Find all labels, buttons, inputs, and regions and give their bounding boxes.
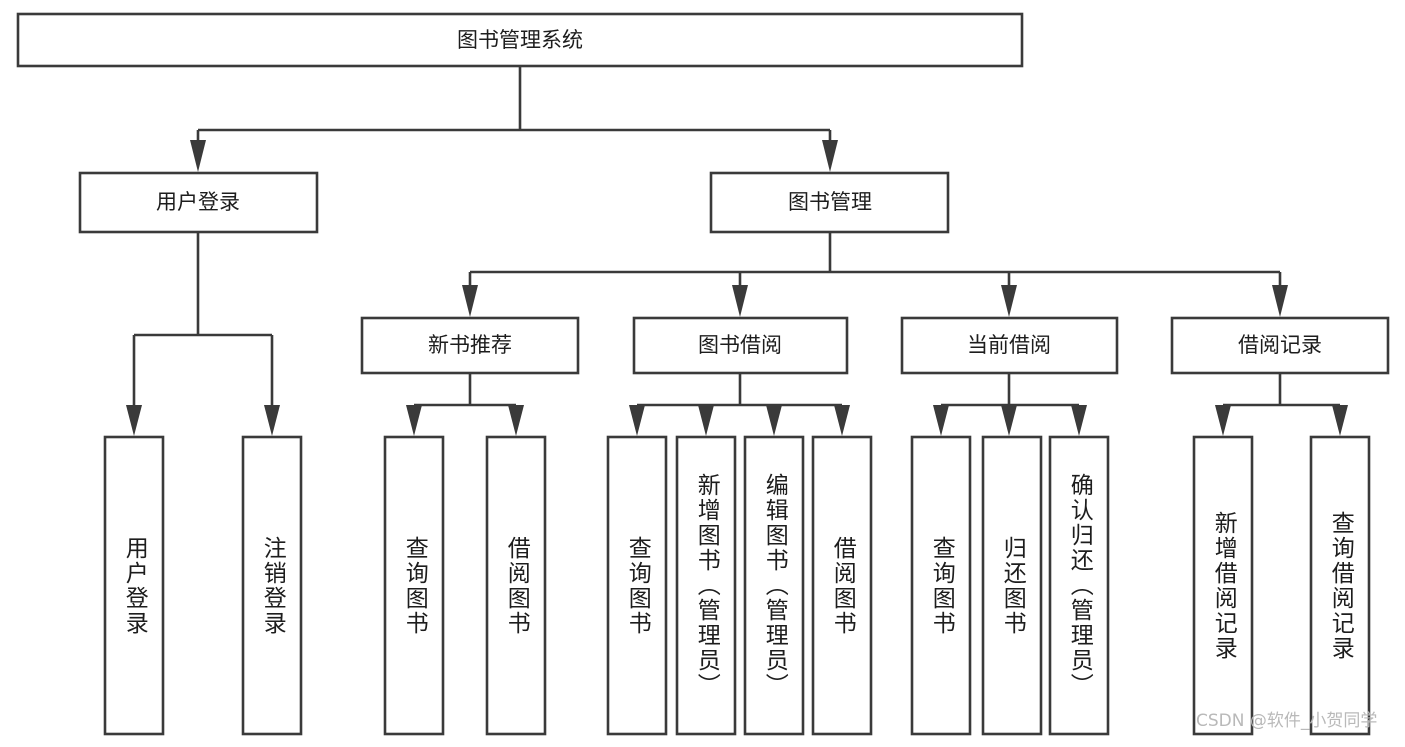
leaf-box-return-book[interactable]: [981, 435, 1043, 736]
arrow-head-leaf-logout: [264, 405, 280, 436]
arrow-head-leaf-query-record: [1332, 405, 1348, 436]
arrow-head-user-login: [190, 140, 206, 172]
node-new-book-recommend[interactable]: 新书推荐: [360, 316, 580, 375]
arrow-head-leaf-borrow-book-1: [508, 405, 524, 436]
root-box[interactable]: [16, 12, 1024, 68]
leaf-box-edit-book[interactable]: [743, 435, 805, 736]
arrow-head-leaf-confirm-return: [1071, 405, 1087, 436]
node-book-management[interactable]: 图书管理: [709, 171, 950, 234]
leaf-box-borrow-book-1[interactable]: [485, 435, 547, 736]
arrow-head-current-borrow: [1001, 285, 1017, 317]
node-book-borrow[interactable]: 图书借阅: [632, 316, 849, 375]
borrow-record-box[interactable]: [1170, 316, 1390, 375]
connector-layer: [126, 66, 1348, 436]
leaf-box-user-login[interactable]: [103, 435, 165, 736]
leaf-box-borrow-book-2[interactable]: [811, 435, 873, 736]
current-borrow-label: 当前借阅: [967, 333, 1051, 357]
arrow-head-new-book-rec: [462, 285, 478, 317]
arrow-head-leaf-edit-book: [766, 405, 782, 436]
leaf-box-query-record[interactable]: [1309, 435, 1371, 736]
book-borrow-box[interactable]: [632, 316, 849, 375]
node-user-login[interactable]: 用户登录: [78, 171, 319, 234]
current-borrow-box[interactable]: [900, 316, 1119, 375]
user-login-label: 用户登录: [156, 190, 240, 214]
book-management-box[interactable]: [709, 171, 950, 234]
leaf-box-layer: [103, 435, 1371, 736]
leaf-box-query-book-3[interactable]: [910, 435, 972, 736]
node-borrow-record[interactable]: 借阅记录: [1170, 316, 1390, 375]
leaf-box-logout[interactable]: [241, 435, 303, 736]
arrow-head-leaf-return-book: [1001, 405, 1017, 436]
arrow-head-leaf-borrow-book-2: [834, 405, 850, 436]
borrow-record-label: 借阅记录: [1238, 333, 1322, 357]
arrow-head-leaf-user-login: [126, 405, 142, 436]
arrow-head-leaf-add-book: [698, 405, 714, 436]
node-current-borrow[interactable]: 当前借阅: [900, 316, 1119, 375]
new-book-recommend-box[interactable]: [360, 316, 580, 375]
leaf-box-query-book-2[interactable]: [606, 435, 668, 736]
leaf-box-add-record[interactable]: [1192, 435, 1254, 736]
arrow-head-borrow-record: [1272, 285, 1288, 317]
leaf-box-confirm-return[interactable]: [1048, 435, 1110, 736]
book-management-label: 图书管理: [788, 190, 872, 214]
new-book-recommend-label: 新书推荐: [428, 333, 512, 357]
leaf-box-query-book-1[interactable]: [383, 435, 445, 736]
arrow-head-leaf-query-book-2: [629, 405, 645, 436]
leaf-box-add-book[interactable]: [675, 435, 737, 736]
arrow-head-book-borrow: [732, 285, 748, 317]
arrow-head-leaf-query-book-3: [933, 405, 949, 436]
book-borrow-label: 图书借阅: [698, 333, 782, 357]
root-label: 图书管理系统: [457, 28, 583, 52]
user-login-box[interactable]: [78, 171, 319, 234]
node-root[interactable]: 图书管理系统: [16, 12, 1024, 68]
arrow-head-leaf-add-record: [1215, 405, 1231, 436]
arrow-head-leaf-query-book-1: [406, 405, 422, 436]
arrow-head-book-mgmt: [822, 140, 838, 172]
csdn-watermark: CSDN @软件_小贺同学: [1196, 711, 1378, 731]
